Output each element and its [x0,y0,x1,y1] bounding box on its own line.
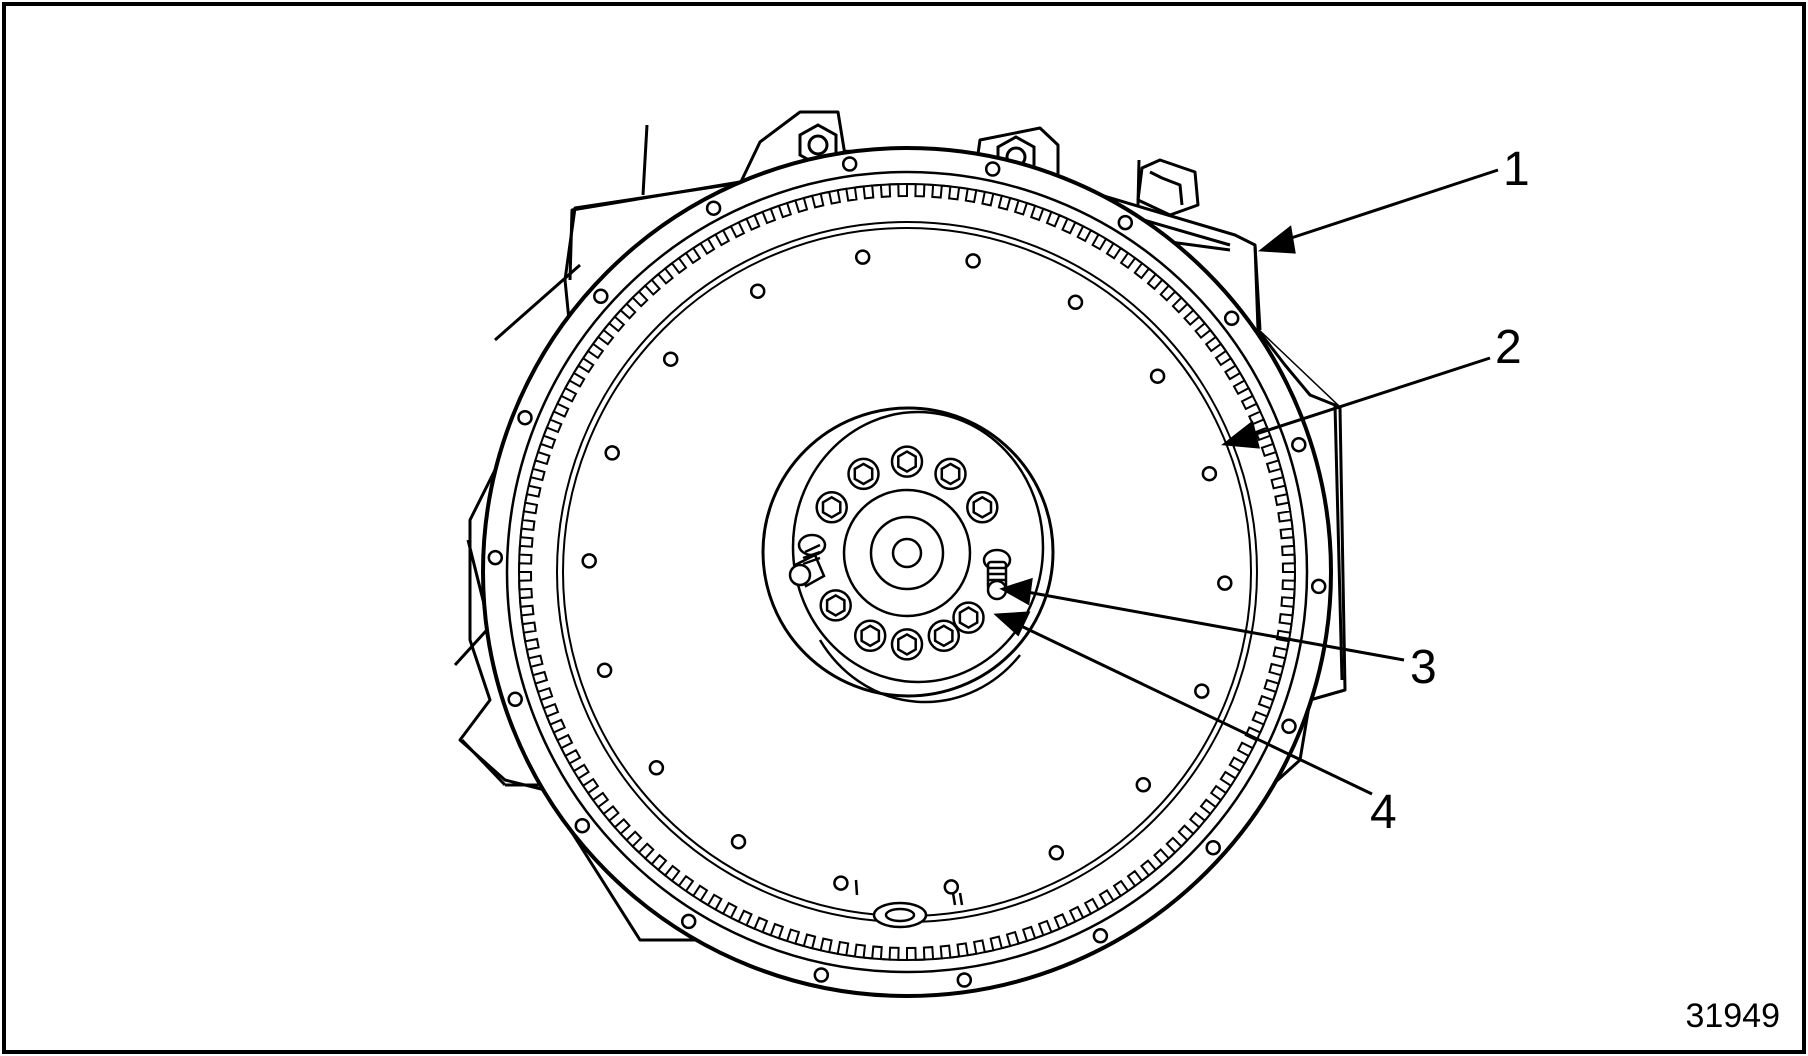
face-bolt-hole [604,445,620,461]
hub-bolts [815,445,999,661]
face-bolt-hole [1048,845,1065,861]
rim-bolt-hole [1205,839,1221,856]
callout-4-label: 4 [1370,786,1397,839]
rim-bolt-hole [517,409,533,426]
face-bolt-hole [749,283,766,299]
hub-bolt-icon [934,457,967,491]
rim-bolt-hole [956,972,973,988]
figure-id-number: 31949 [1685,997,1780,1035]
ring-gear-tooth-profile [517,182,1297,962]
crankshaft-center-bore [891,537,923,569]
hub-bolt-icon [853,619,887,653]
hub-bolt-icon [890,445,924,478]
hub-bolt-icon [819,589,852,622]
rim-bolt-hole [813,967,830,983]
face-bolt-hole [648,760,665,776]
ring-gear-teeth [517,182,1297,962]
face-bolt-hole [581,553,597,569]
rim-bolt-hole [1291,436,1307,453]
hub-bolt-icon [952,601,985,634]
hub-bolt-icon [847,457,880,491]
hub-bolt-icon [966,491,999,524]
face-bolt-hole [662,351,679,367]
hub-bolt-icon [815,491,848,524]
face-bolt-hole [1217,575,1233,591]
face-bolt-hole [1149,368,1166,384]
inner-face-holes [581,249,1233,895]
rim-bolt-hole [1092,928,1109,944]
rim-bolt-hole [984,161,1001,177]
face-bolt-hole [1194,683,1210,699]
hub-bolt-icon [890,628,924,661]
callout-1-label: 1 [1503,143,1530,196]
face-bolt-hole [730,833,747,850]
hub-bolt-icon [927,619,961,653]
face-bolt-hole [596,662,613,679]
rim-bolt-hole [1310,578,1327,595]
rim-bolt-hole [487,549,504,566]
face-bolt-hole [943,879,960,895]
rim-bolt-hole [680,913,697,930]
rim-bolt-hole [1281,718,1297,735]
callout-leaders [993,168,1499,796]
rim-bolt-hole [1223,310,1240,327]
rim-bolt-hole [841,156,858,172]
face-bolt-hole [833,875,849,891]
face-bolt-hole [1067,294,1084,311]
rim-bolt-hole [1117,214,1134,231]
rim-bolt-hole [574,817,591,834]
face-bolt-hole [965,253,981,269]
rim-bolt-hole [507,691,523,708]
outer-rim-holes [487,156,1327,988]
face-bolt-hole [854,249,871,265]
callout-2-label: 2 [1495,321,1522,374]
timing-boss [854,879,964,929]
rim-bolt-hole [705,200,722,216]
guide-studs [788,533,1012,601]
rim-bolt-hole [593,288,609,305]
face-bolt-hole [1201,465,1218,482]
face-bolt-hole [1135,777,1152,793]
callout-3-label: 3 [1410,641,1437,694]
